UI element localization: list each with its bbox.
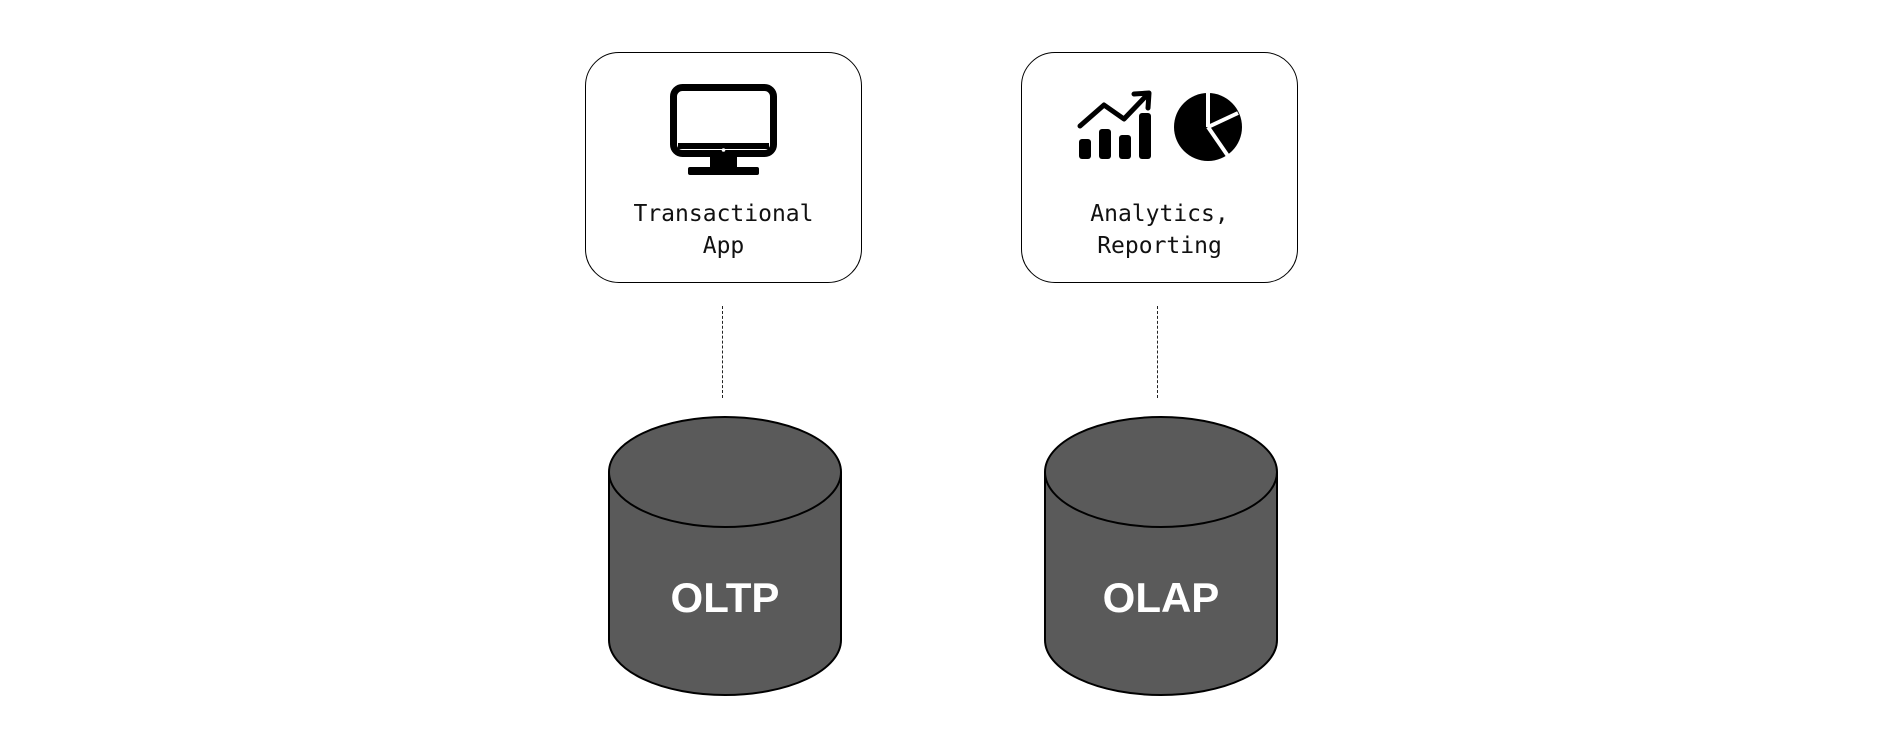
oltp-label: OLTP: [670, 574, 780, 621]
oltp-cylinder-shape: [608, 416, 842, 696]
bar-chart-trend-icon: [1077, 90, 1152, 159]
monitor-icon: [670, 84, 777, 175]
analytics-reporting-node: Analytics, Reporting: [1021, 52, 1298, 283]
olap-label: OLAP: [1102, 574, 1220, 621]
transactional-app-node: Transactional App: [585, 52, 862, 283]
transactional-app-label: Transactional App: [633, 201, 814, 259]
dashed-connector-analytics-to-olap: [1157, 306, 1158, 398]
olap-cylinder-shape: [1044, 416, 1278, 696]
olap-database-cylinder: OLAP: [1043, 415, 1279, 697]
oltp-database-cylinder: OLTP: [607, 415, 843, 697]
dashed-connector-app-to-oltp: [722, 306, 723, 398]
analytics-reporting-label: Analytics, Reporting: [1090, 201, 1229, 259]
pie-chart-icon: [1174, 93, 1242, 161]
